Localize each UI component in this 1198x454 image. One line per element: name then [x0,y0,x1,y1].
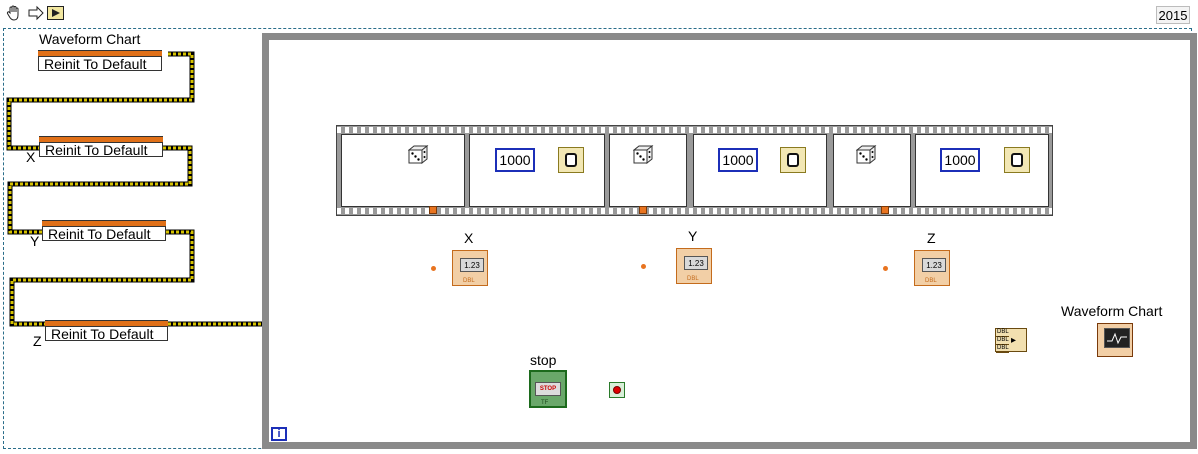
bundle-input[interactable]: DBL [996,337,1009,345]
stop-label: stop [530,352,557,368]
indicator-display: 1.23 [922,258,946,272]
chart-icon [1104,328,1130,348]
bundle-input[interactable]: DBL [996,345,1009,353]
while-loop[interactable] [262,33,1197,449]
invoke-node-owner-label: Z [33,333,42,349]
indicator-type: DBL [925,278,937,284]
bundle-node[interactable]: DBL DBL DBL ▸ [995,328,1027,353]
refnum-bar [39,137,163,143]
boolean-type: TF [541,400,549,406]
indicator-type: DBL [687,276,699,282]
invoke-node-owner-label: X [26,149,36,165]
bundle-input[interactable]: DBL [996,329,1009,337]
arrow-icon[interactable] [27,5,45,21]
indicator-label-z: Z [927,230,936,246]
wait-ms-constant[interactable]: 1000 [718,148,758,172]
run-icon[interactable] [47,5,65,21]
stopwatch-icon[interactable] [1004,147,1030,173]
numeric-indicator-y[interactable]: 1.23 DBL [676,248,712,284]
indicator-display: 1.23 [460,258,484,272]
wire-junction [641,264,646,269]
invoke-node-waveform-chart[interactable]: Reinit To Default [38,50,162,72]
flat-sequence-structure[interactable] [336,125,1053,216]
invoke-node-owner-label: Waveform Chart [39,31,141,47]
stop-button-terminal[interactable]: STOP TF [529,370,567,408]
wait-ms-constant[interactable]: 1000 [495,148,535,172]
invoke-node-z[interactable]: Reinit To Default [45,320,168,342]
waveform-chart-terminal[interactable] [1097,323,1133,357]
invoke-node-x[interactable]: Reinit To Default [39,136,163,158]
film-sprocket-bottom [337,208,1052,214]
indicator-label-y: Y [688,228,698,244]
stopwatch-icon[interactable] [780,147,806,173]
dice-icon[interactable] [407,144,430,167]
sequence-frame-2[interactable] [469,134,605,207]
loop-condition-terminal[interactable] [609,382,625,398]
invoke-method-label: Reinit To Default [45,142,148,158]
invoke-node-owner-label: Y [30,233,40,249]
sequence-frame-1[interactable] [341,134,465,207]
wait-ms-constant[interactable]: 1000 [940,148,980,172]
hand-icon[interactable] [6,5,24,21]
sequence-frame-4[interactable] [693,134,827,207]
stop-button-face: STOP [535,382,561,396]
sequence-tunnel[interactable] [639,206,647,214]
invoke-method-label: Reinit To Default [48,226,151,242]
numeric-indicator-x[interactable]: 1.23 DBL [452,250,488,286]
sequence-tunnel[interactable] [881,206,889,214]
refnum-bar [38,51,162,57]
refnum-bar [42,221,166,227]
version-badge: 2015 [1156,6,1190,24]
sequence-tunnel[interactable] [429,206,437,214]
stopwatch-icon[interactable] [558,147,584,173]
refnum-bar [45,321,168,327]
indicator-display: 1.23 [684,256,708,270]
invoke-method-label: Reinit To Default [44,56,147,72]
film-sprocket-top [337,127,1052,133]
wire-junction [431,266,436,271]
dice-icon[interactable] [632,144,655,167]
indicator-type: DBL [463,278,475,284]
error-wire-chain[interactable] [6,51,263,327]
indicator-label-x: X [464,230,474,246]
numeric-indicator-z[interactable]: 1.23 DBL [914,250,950,286]
bundle-output-arrow: ▸ [1011,335,1017,346]
invoke-node-y[interactable]: Reinit To Default [42,220,166,242]
dice-icon[interactable] [855,144,878,167]
wire-junction [883,266,888,271]
chart-terminal-label: Waveform Chart [1061,303,1163,319]
iteration-terminal: i [271,427,287,441]
invoke-method-label: Reinit To Default [51,326,154,342]
